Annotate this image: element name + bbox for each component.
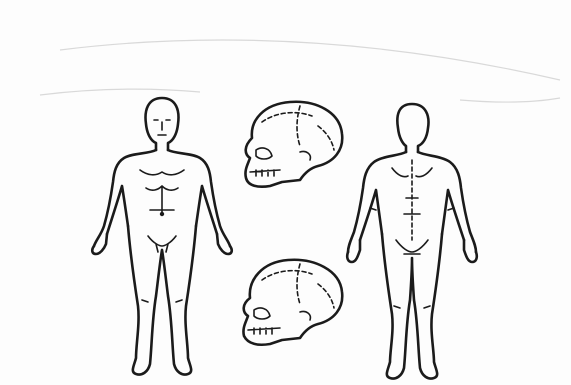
anterior-face-features: [154, 120, 170, 135]
skull-lateral-lower: [243, 260, 342, 345]
posterior-buttock-lines: [396, 240, 428, 254]
lower-skull-ear-mark: [300, 311, 310, 320]
lower-skull-suture-lines: [262, 264, 334, 308]
upper-skull-suture-lines: [262, 106, 334, 150]
posterior-knee-marks: [394, 306, 430, 308]
lower-skull-eye-orbit: [254, 308, 270, 319]
anterior-legs: [128, 226, 196, 375]
anterior-knee-marks: [142, 300, 182, 302]
posterior-legs: [382, 234, 442, 379]
anterior-chest-lines: [140, 170, 184, 212]
anterior-navel: [160, 212, 164, 216]
upper-skull-eye-orbit: [256, 148, 272, 159]
skull-lateral-upper: [245, 102, 342, 187]
anterior-body-figure: [92, 98, 231, 375]
lower-skull-jaw-teeth: [248, 328, 280, 334]
upper-skull-ear-mark: [300, 151, 310, 160]
lower-skull-outline: [243, 260, 342, 345]
upper-skull-outline: [245, 102, 342, 187]
scan-artifacts: [40, 40, 560, 102]
posterior-head-outline: [397, 104, 428, 152]
upper-skull-jaw-teeth: [250, 170, 280, 176]
posterior-body-figure: [347, 104, 477, 379]
